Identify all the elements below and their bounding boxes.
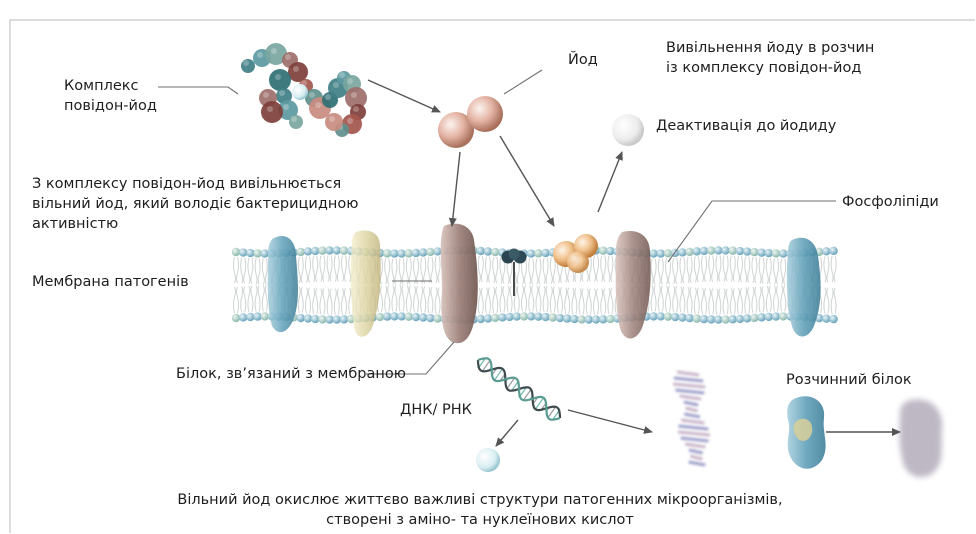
label-release: Вивільнення йоду в розчин із комплексу п…	[666, 38, 874, 78]
iodine-on-membrane	[567, 251, 589, 273]
leader-complex	[158, 87, 238, 94]
label-dna-rna: ДНК/ РНК	[400, 400, 472, 420]
label-complex-line1: Комплекс	[64, 76, 157, 96]
denatured-protein	[900, 399, 943, 477]
pathogen-membrane	[232, 224, 838, 344]
arrow-to-deactivation	[598, 152, 622, 212]
label-caption-line1: Вільний йод окислює життєво важливі стру…	[120, 490, 840, 510]
membrane-protein-brown-right	[616, 231, 651, 339]
label-complex: Комплекс повідон-йод	[64, 76, 157, 116]
membrane-protein-left	[268, 236, 298, 332]
phospholipid-heads	[232, 246, 838, 324]
membrane-dark-sphere	[509, 249, 520, 260]
iodide-sphere	[612, 114, 644, 146]
arrow-iodine-to-membrane	[500, 136, 554, 226]
label-free-iodine-line3: активністю	[32, 214, 358, 234]
label-bound-protein: Білок, зв’язаний з мембраною	[176, 364, 406, 384]
arrow-complex-to-iodine	[368, 80, 440, 112]
membrane-protein-yellow	[351, 231, 381, 337]
dna-helix	[478, 358, 560, 419]
oxidized-dna	[673, 372, 710, 465]
label-phospholipids: Фосфоліпіди	[842, 192, 939, 212]
arrow-dna-to-sphere	[496, 420, 518, 446]
arrow-iodine-down	[452, 152, 460, 226]
iodine-molecule	[438, 96, 503, 148]
label-release-line1: Вивільнення йоду в розчин	[666, 38, 874, 58]
membrane-protein-right	[787, 238, 821, 337]
leader-iodine	[504, 70, 542, 94]
label-free-iodine-line2: вільний йод, який володіє бактерицидною	[32, 194, 358, 214]
label-iodine: Йод	[568, 50, 598, 70]
label-membrane: Мембрана патогенів	[32, 272, 189, 292]
label-complex-line2: повідон-йод	[64, 96, 157, 116]
label-soluble-protein: Розчинний білок	[786, 370, 912, 390]
povidone-iodine-complex	[241, 43, 367, 137]
oxidized-product-sphere	[476, 448, 500, 472]
label-free-iodine-line1: З комплексу повідон-йод вивільнюється	[32, 174, 358, 194]
label-caption: Вільний йод окислює життєво важливі стру…	[120, 490, 840, 530]
label-free-iodine: З комплексу повідон-йод вивільнюється ві…	[32, 174, 358, 234]
label-deactivation: Деактивація до йодиду	[656, 116, 836, 136]
label-release-line2: із комплексу повідон-йод	[666, 58, 874, 78]
label-caption-line2: створені з аміно- та нуклеїнових кислот	[120, 510, 840, 530]
membrane-bound-protein	[441, 224, 478, 344]
phospholipid-tails	[234, 255, 837, 314]
arrow-dna-to-oxidized	[568, 410, 652, 432]
